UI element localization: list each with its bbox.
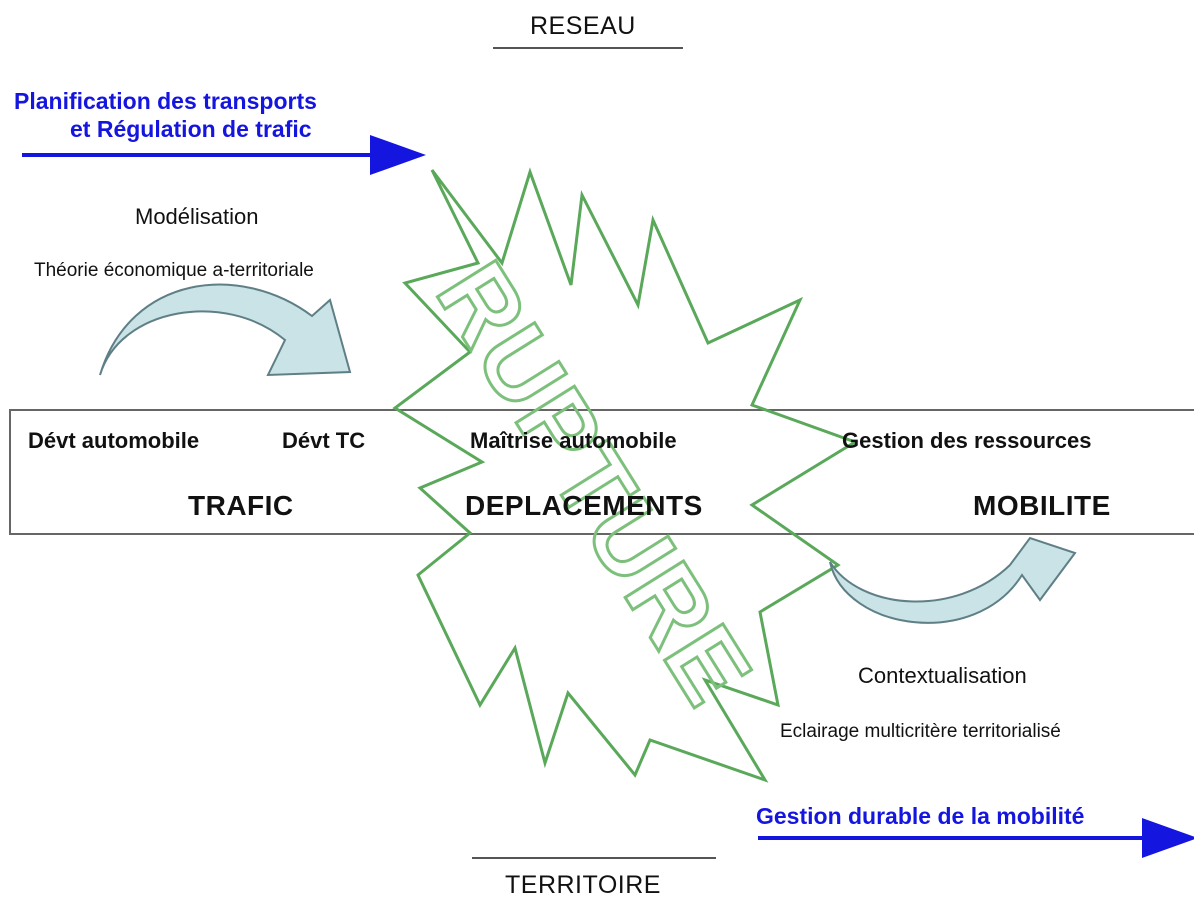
phase-trafic: TRAFIC <box>188 490 294 521</box>
modelisation-label: Modélisation <box>135 204 259 229</box>
curved-arrow-modelisation <box>99 283 352 377</box>
contextualisation-label: Contextualisation <box>858 663 1027 688</box>
band-item-resource-management: Gestion des ressources <box>842 428 1092 453</box>
band-item-transit-development: Dévt TC <box>282 428 366 453</box>
axis-label-reseau: RESEAU <box>530 12 636 40</box>
band-item-car-development: Dévt automobile <box>28 428 200 453</box>
phase-mobilite: MOBILITE <box>973 490 1111 521</box>
phase-deplacements: DEPLACEMENTS <box>465 490 703 521</box>
band-item-car-control: Maîtrise automobile <box>470 428 677 453</box>
multicriteria-label: Eclairage multicritère territorialisé <box>780 721 1061 742</box>
sustainable-mobility-heading: Gestion durable de la mobilité <box>756 803 1085 829</box>
axis-label-territoire: TERRITOIRE <box>505 871 661 899</box>
rupture-starburst <box>392 167 859 783</box>
curved-arrow-contextualisation <box>829 536 1077 624</box>
phase-band <box>9 409 1194 535</box>
planning-heading-line2: et Régulation de trafic <box>70 116 312 142</box>
planning-heading-line1: Planification des transports <box>14 88 317 114</box>
a-territorial-theory-label: Théorie économique a-territoriale <box>34 260 314 281</box>
